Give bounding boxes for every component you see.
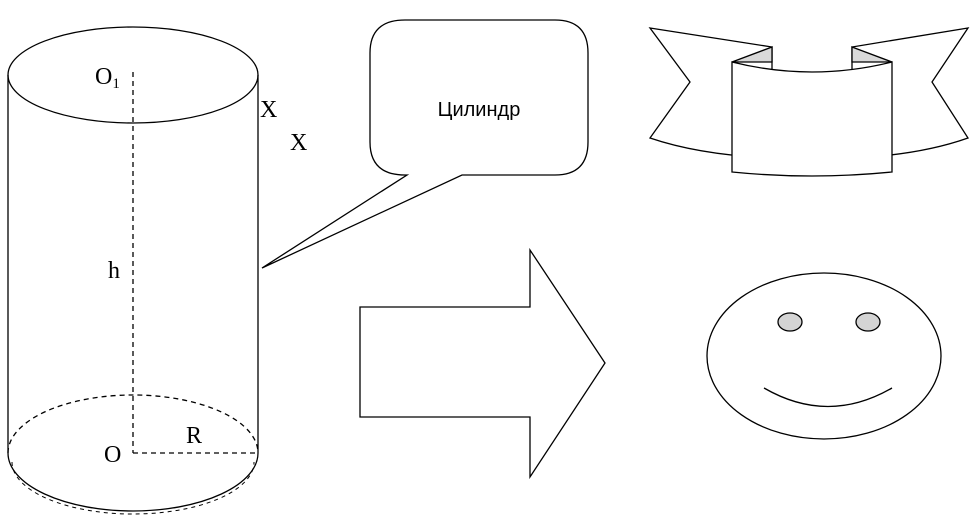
smiley-left-eye xyxy=(777,312,803,332)
ribbon-center-panel xyxy=(731,61,893,177)
ribbon-right-fold xyxy=(851,46,893,63)
ribbon-banner-icon xyxy=(648,27,970,177)
cylinder-bottom-back-arc xyxy=(7,394,259,454)
smiley-head xyxy=(706,272,942,440)
callout-bubble xyxy=(261,19,589,269)
radius-label: R xyxy=(186,423,202,449)
ribbon-left-fold xyxy=(731,46,773,63)
cylinder xyxy=(7,26,259,515)
cylinder-bottom-front-arc-dashed xyxy=(11,461,255,515)
height-label-bg xyxy=(112,258,126,284)
smiley-mouth xyxy=(763,387,893,408)
height-label: h xyxy=(108,258,120,284)
side-mark-2: X xyxy=(290,130,307,156)
callout-text: Цилиндр xyxy=(438,99,521,121)
top-center-label: O1 xyxy=(95,64,120,92)
smiley-face-icon xyxy=(706,272,942,440)
bottom-center-label: O xyxy=(104,442,121,468)
cylinder-bottom-front-arc xyxy=(7,452,259,512)
callout-shape xyxy=(261,19,589,269)
side-mark-1: X xyxy=(260,97,277,123)
right-arrow-icon xyxy=(359,247,606,480)
smiley-right-eye xyxy=(855,312,881,332)
